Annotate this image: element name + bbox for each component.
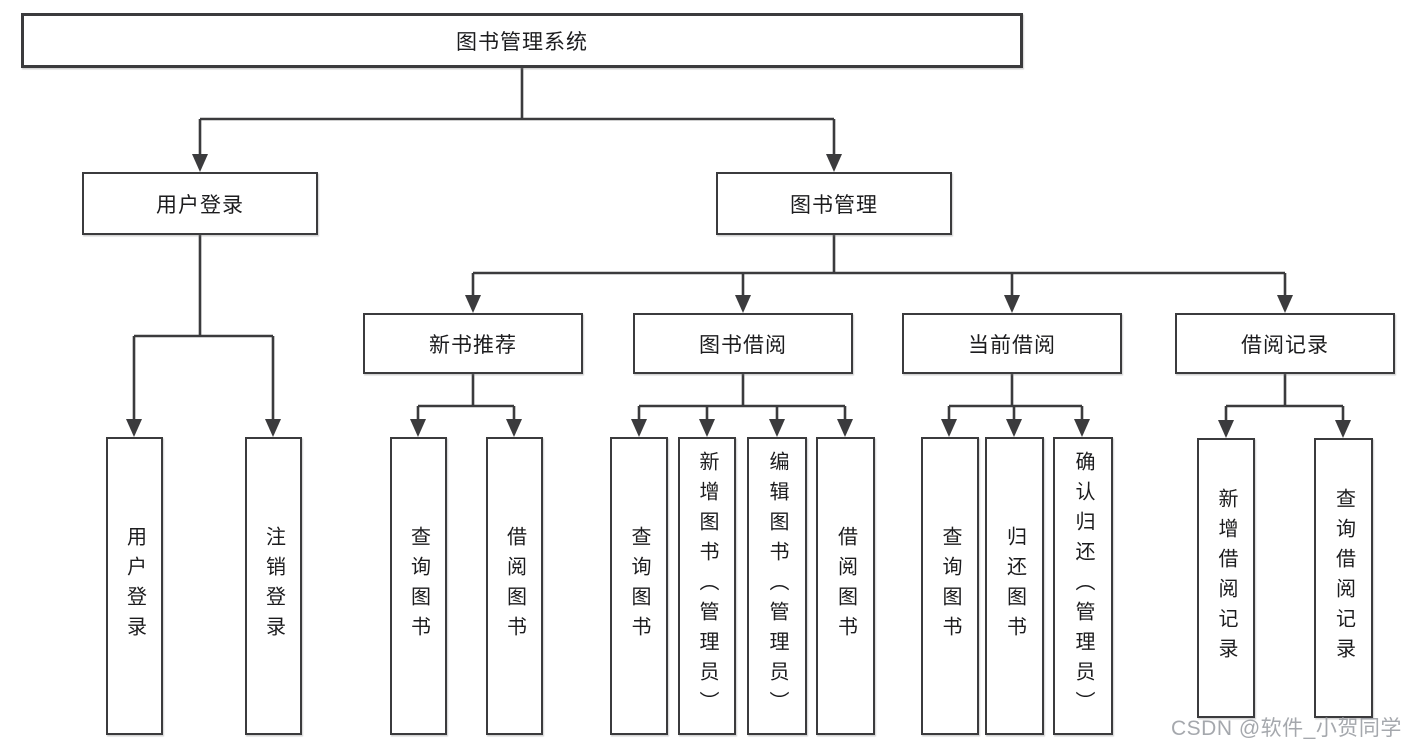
arrow-icon xyxy=(837,419,853,437)
arrow-icon xyxy=(192,154,208,172)
connector-book-borrow-branch xyxy=(637,374,847,421)
node-borrow-records: 借阅记录 xyxy=(1175,313,1395,374)
arrow-icon xyxy=(1074,419,1090,437)
node-root: 图书管理系统 xyxy=(21,13,1023,68)
node-book-management: 图书管理 xyxy=(716,172,952,235)
connector-new-book-branch xyxy=(416,374,516,421)
connector-book-management-branch xyxy=(471,235,1287,297)
connector-current-borrow-branch xyxy=(947,374,1084,421)
arrow-icon xyxy=(465,295,481,313)
arrow-icon xyxy=(735,295,751,313)
arrow-icon xyxy=(1006,419,1022,437)
arrow-icon xyxy=(1004,295,1020,313)
leaf-query-borrow-record: 查询借阅记录 xyxy=(1314,438,1373,718)
leaf-query-books-borrow: 查询图书 xyxy=(610,437,668,735)
node-book-borrow: 图书借阅 xyxy=(633,313,853,374)
leaf-query-books-recommend: 查询图书 xyxy=(390,437,447,735)
arrow-icon xyxy=(941,419,957,437)
arrow-icon xyxy=(410,419,426,437)
arrow-icon xyxy=(631,419,647,437)
node-user-login: 用户登录 xyxy=(82,172,318,235)
leaf-edit-book-admin: 编辑图书（管理员） xyxy=(747,437,807,735)
leaf-borrow-books-recommend: 借阅图书 xyxy=(486,437,543,735)
node-new-book-recommend: 新书推荐 xyxy=(363,313,583,374)
arrow-icon xyxy=(1277,295,1293,313)
leaf-add-book-admin: 新增图书（管理员） xyxy=(678,437,736,735)
leaf-add-borrow-record: 新增借阅记录 xyxy=(1197,438,1255,718)
node-current-borrow: 当前借阅 xyxy=(902,313,1122,374)
leaf-query-books-current: 查询图书 xyxy=(921,437,979,735)
leaf-user-login: 用户登录 xyxy=(106,437,163,735)
arrow-icon xyxy=(1218,420,1234,438)
arrow-icon xyxy=(265,419,281,437)
leaf-confirm-return-admin: 确认归还（管理员） xyxy=(1053,437,1113,735)
leaf-borrow-books: 借阅图书 xyxy=(816,437,875,735)
watermark: CSDN @软件_小贺同学 xyxy=(1171,717,1402,740)
leaf-logout: 注销登录 xyxy=(245,437,302,735)
connector-root-to-level2 xyxy=(198,68,836,156)
arrowheads xyxy=(126,154,1351,438)
arrow-icon xyxy=(1335,420,1351,438)
arrow-icon xyxy=(699,419,715,437)
arrow-icon xyxy=(506,419,522,437)
connector-borrow-records-branch xyxy=(1224,374,1345,422)
arrow-icon xyxy=(769,419,785,437)
leaf-return-book: 归还图书 xyxy=(985,437,1044,735)
arrow-icon xyxy=(126,419,142,437)
connector-user-login-branch xyxy=(132,235,275,421)
arrow-icon xyxy=(826,154,842,172)
